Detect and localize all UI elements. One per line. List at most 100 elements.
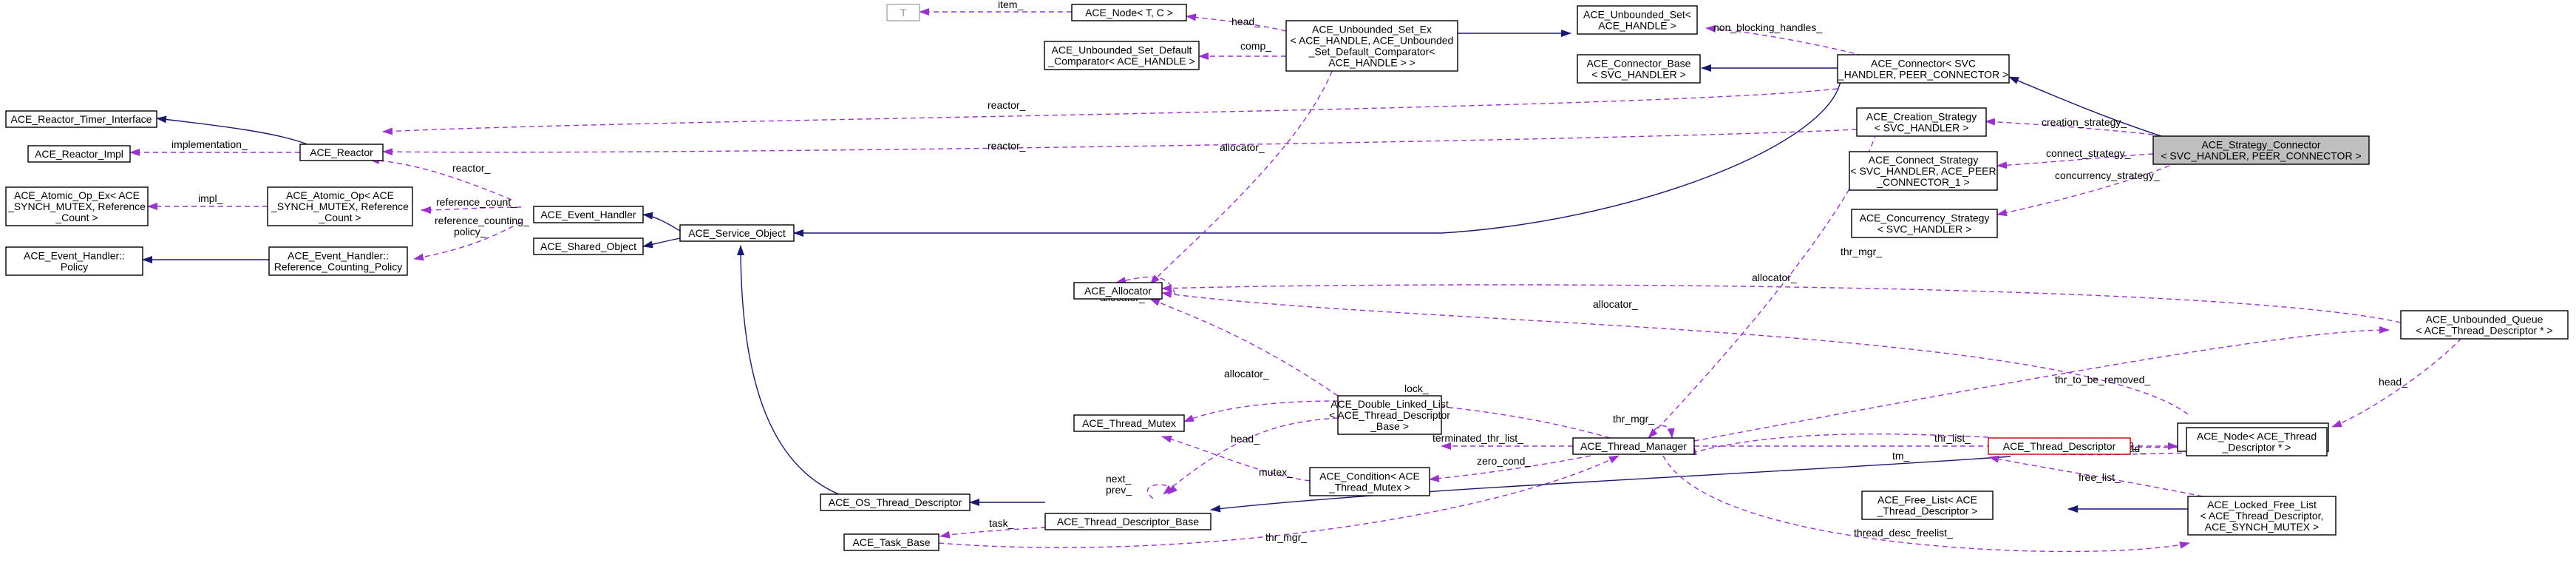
class-node-label: ACE_Connector< SVC <box>1871 58 1976 70</box>
class-node-ace-os-thread-descriptor[interactable]: ACE_OS_Thread_Descriptor <box>820 493 971 511</box>
edge-label: thr_mgr_ <box>1841 246 1882 257</box>
class-node-ace-service-object[interactable]: ACE_Service_Object <box>679 224 795 242</box>
edge-e09: reactor_ <box>382 88 1838 135</box>
class-node-ace-allocator[interactable]: ACE_Allocator <box>1073 282 1163 300</box>
edge-e27: allocator_ <box>1161 290 2189 415</box>
class-node-ace-task-base[interactable]: ACE_Task_Base <box>843 533 939 551</box>
class-node-label: _CONNECTOR_1 > <box>1876 176 1969 188</box>
edge-label: item_ <box>998 0 1023 10</box>
class-node-ace-connector[interactable]: ACE_Connector< SVC_HANDLER, PEER_CONNECT… <box>1837 54 2010 84</box>
class-node-t[interactable]: T <box>886 4 920 21</box>
edge-e38: thr_mgr_ <box>938 455 1620 548</box>
class-node-ace-connector-base[interactable]: ACE_Connector_Base< SVC_HANDLER > <box>1577 54 1701 84</box>
class-node-label: ACE_Creation_Strategy <box>1866 111 1977 123</box>
edge-label: allocator_ <box>1752 272 1797 283</box>
edge-e13: allocator_ <box>1149 70 1333 285</box>
edge-label: impl_ <box>198 192 223 204</box>
class-node-label: < ACE_Thread_Descriptor, <box>2201 510 2324 522</box>
class-node-label: _Base > <box>1370 420 1409 432</box>
class-node-label: _Descriptor * > <box>2222 442 2291 454</box>
edge-label: allocator_ <box>1593 298 1638 310</box>
class-node-label: < ACE_HANDLE, ACE_Unbounded <box>1291 35 1454 47</box>
edge-label: thread_desc_freelist_ <box>1854 527 1953 539</box>
class-node-ace-free-list[interactable]: ACE_Free_List< ACE_Thread_Descriptor > <box>1861 490 1994 520</box>
class-node-ace-connect-strategy[interactable]: ACE_Connect_Strategy< SVC_HANDLER, ACE_P… <box>1849 151 1998 191</box>
edge-e40 <box>1210 456 2011 513</box>
class-node-label: ACE_Atomic_Op< ACE <box>286 189 394 201</box>
class-node-label: _Comparator< ACE_HANDLE > <box>1047 55 1194 67</box>
edge-label: reactor_ <box>988 140 1026 152</box>
class-node-ace-thread-descriptor-base[interactable]: ACE_Thread_Descriptor_Base <box>1044 513 1211 530</box>
class-node-ace-thread-mutex[interactable]: ACE_Thread_Mutex <box>1073 414 1185 432</box>
class-node-ace-event-handler-policy[interactable]: ACE_Event_Handler::Policy <box>5 246 143 276</box>
edge-label: allocator_ <box>1224 368 1269 380</box>
edge-e17: reactor_ <box>369 156 512 200</box>
class-node-ace-unbounded-set[interactable]: ACE_Unbounded_Set<ACE_HANDLE > <box>1577 5 1698 35</box>
edge-e33: zero_cond_ <box>1429 455 1591 482</box>
edge-label: reactor_ <box>452 162 491 174</box>
class-node-ace-strategy-connector[interactable]: ACE_Strategy_Connector< SVC_HANDLER, PEE… <box>2152 135 2370 165</box>
class-node-ace-event-handler-reference-counting-policy[interactable]: ACE_Event_Handler::Reference_Counting_Po… <box>268 246 408 276</box>
class-node-label: ACE_OS_Thread_Descriptor <box>829 496 962 508</box>
edge-label: tm_ <box>1892 450 1910 462</box>
class-node-ace-reactor[interactable]: ACE_Reactor <box>299 144 384 161</box>
edge-e37: task_ <box>939 517 1047 539</box>
class-node-label: < SVC_HANDLER > <box>1591 69 1686 81</box>
class-node-ace-node-tc[interactable]: ACE_Node< T, C > <box>1071 4 1187 21</box>
edge-label: lock_ <box>1404 382 1429 394</box>
class-node-ace-reactor-timer-interface[interactable]: ACE_Reactor_Timer_Interface <box>5 110 157 128</box>
class-node-label: ACE_Connector_Base <box>1587 58 1691 70</box>
edge-e11: head_ <box>1186 13 1287 32</box>
edge-e26: allocator_ <box>1161 272 2402 323</box>
edge-label: thr_mgr_ <box>1613 413 1654 425</box>
class-node-ace-shared-object[interactable]: ACE_Shared_Object <box>533 237 644 255</box>
class-node-label: ACE_Thread_Descriptor_Base <box>1057 516 1199 527</box>
class-node-ace-locked-free-list[interactable]: ACE_Locked_Free_List< ACE_Thread_Descrip… <box>2187 496 2337 536</box>
edge-e47: free_list_ <box>1988 455 2203 497</box>
class-node-ace-double-linked-list-descriptor-base[interactable]: ACE_Double_Linked_List< ACE_Thread_Descr… <box>1329 395 1450 435</box>
class-node-label: _SYNCH_MUTEX, Reference <box>7 200 146 212</box>
edge-label: reactor_ <box>988 99 1026 111</box>
class-node-ace-condition[interactable]: ACE_Condition< ACE_Thread_Mutex > <box>1309 467 1430 496</box>
class-node-ace-thread-manager[interactable]: ACE_Thread_Manager <box>1572 437 1695 455</box>
class-node-ace-thread-descriptor[interactable]: ACE_Thread_Descriptor <box>1988 437 2131 455</box>
edge-label: zero_cond_ <box>1477 455 1531 467</box>
class-node-label: ACE_Reactor_Impl <box>35 148 123 160</box>
edge-e18: impl_ <box>147 192 268 210</box>
edge-label: terminated_thr_list_ <box>1433 432 1523 444</box>
edge-label: implementation_ <box>171 138 248 150</box>
class-node-ace-unbounded-set-default-comparator[interactable]: ACE_Unbounded_Set_Default_Comparator< AC… <box>1044 41 1200 70</box>
class-node-ace-node-thread-descriptor[interactable]: ACE_Node< ACE_Thread_Descriptor * > <box>2186 427 2328 456</box>
class-node-ace-reactor-impl[interactable]: ACE_Reactor_Impl <box>27 145 131 163</box>
edge-e32: terminated_thr_list_ <box>1433 432 1573 450</box>
edge-label: connect_strategy_ <box>2046 147 2131 159</box>
class-node-label: _HANDLER, PEER_CONNECTOR > <box>1838 69 2008 81</box>
edge-e14: item_ <box>919 0 1072 16</box>
edge-e41: tm_ <box>1686 433 1989 462</box>
class-node-label: < SVC_HANDLER > <box>1877 223 1972 235</box>
edge-label: task_ <box>989 517 1014 529</box>
edge-e39: thr_mgr_ <box>1613 413 1675 439</box>
class-node-label: ACE_Unbounded_Set_Ex <box>1312 24 1432 36</box>
class-node-label: ACE_Double_Linked_List <box>1331 398 1449 410</box>
edge-label: reference_count_ <box>436 196 517 208</box>
class-node-label: _Set_Default_Comparator< <box>1308 46 1435 58</box>
class-node-ace-event-handler[interactable]: ACE_Event_Handler <box>533 206 644 223</box>
class-node-label: < SVC_HANDLER, PEER_CONNECTOR > <box>2161 150 2361 162</box>
edge-label: concurrency_strategy_ <box>2055 169 2160 181</box>
class-node-ace-unbounded-queue[interactable]: ACE_Unbounded_Queue< ACE_Thread_Descript… <box>2400 310 2569 340</box>
class-node-label: < SVC_HANDLER > <box>1875 122 1969 134</box>
class-node-ace-unbounded-set-ex[interactable]: ACE_Unbounded_Set_Ex< ACE_HANDLE, ACE_Un… <box>1285 20 1458 72</box>
class-node-ace-concurrency-strategy[interactable]: ACE_Concurrency_Strategy< SVC_HANDLER > <box>1851 209 1998 238</box>
edge-e44: thread_desc_freelist_ <box>1662 455 2190 553</box>
class-node-label: ACE_Unbounded_Set< <box>1583 9 1691 21</box>
class-node-label: _Count > <box>55 212 98 223</box>
class-node-ace-atomic-op-ex[interactable]: ACE_Atomic_Op_Ex< ACE_SYNCH_MUTEX, Refer… <box>5 186 149 226</box>
class-node-ace-creation-strategy[interactable]: ACE_Creation_Strategy< SVC_HANDLER > <box>1856 107 1987 137</box>
edge-e08 <box>793 81 1841 237</box>
class-node-ace-atomic-op[interactable]: ACE_Atomic_Op< ACE_SYNCH_MUTEX, Referenc… <box>267 186 413 226</box>
class-node-label: ACE_Node< ACE_Thread <box>2197 431 2317 442</box>
edge-label: non_blocking_handles_ <box>1713 21 1822 33</box>
edge-e01 <box>2008 76 2167 138</box>
edge-label: thr_mgr_ <box>1265 531 1307 543</box>
